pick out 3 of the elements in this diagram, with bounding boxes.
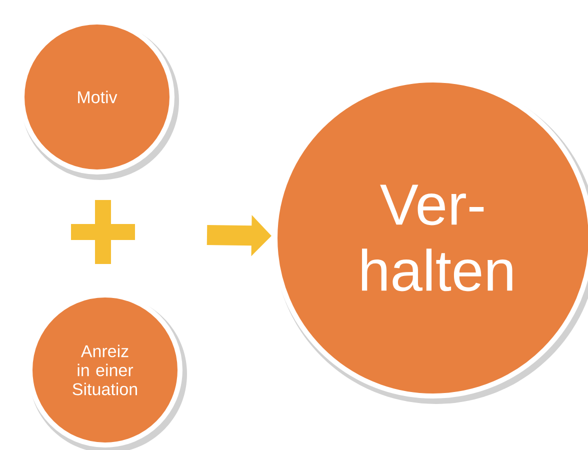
circle-node: Ver- halten	[272, 78, 588, 398]
circle-node: Motiv	[20, 20, 174, 174]
circle-node: Anreiz in einer Situation	[28, 292, 182, 448]
